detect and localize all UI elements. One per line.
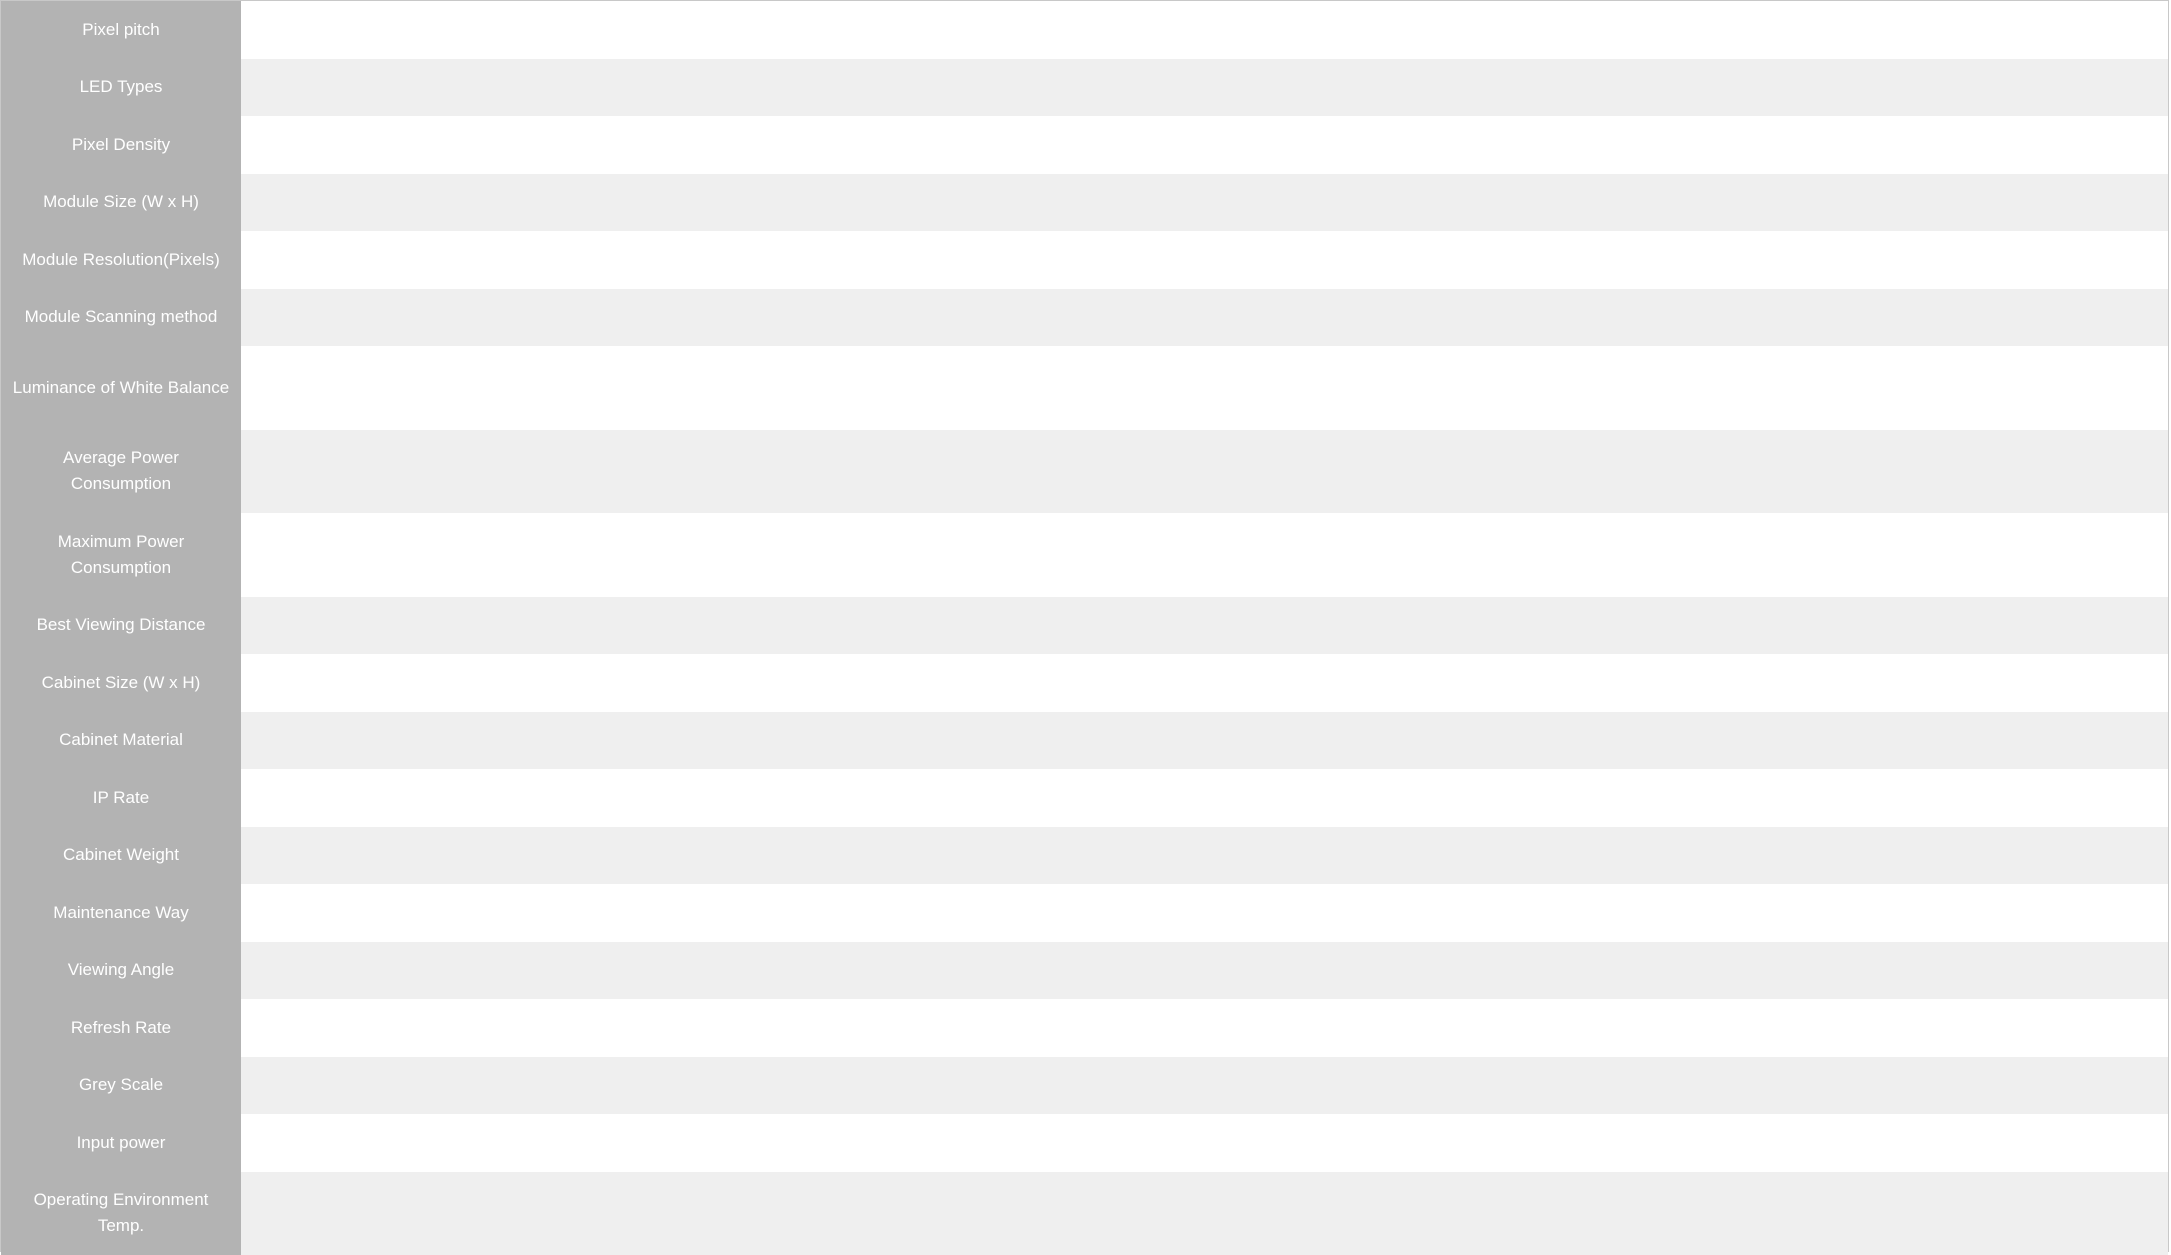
table-row: Viewing Angle	[1, 942, 2168, 1000]
row-label: Refresh Rate	[1, 999, 241, 1057]
value-cell: 800w/㎡	[1686, 542, 1927, 567]
value-cell: 800w/㎡	[964, 542, 1205, 567]
row-values: 100-120V /200-240V	[241, 1114, 2168, 1172]
row-values: IP65 Front /IP54 Rear	[241, 769, 2168, 827]
value-cell: 32*16	[1927, 250, 2168, 270]
value-cell: ＞5500cd/㎡	[241, 375, 482, 400]
row-values: Outdoor standard cabinet size 960*960mm …	[241, 654, 2168, 712]
value-cell: ＞6000cd/㎡	[964, 375, 1205, 400]
table-row: LED Types	[1, 59, 2168, 117]
spanning-value-cell: Back service	[241, 903, 2168, 923]
row-label: Cabinet Material	[1, 712, 241, 770]
value-cell: 900w/㎡	[241, 542, 482, 567]
row-values	[241, 59, 2168, 117]
value-cell: 62500/㎡	[964, 132, 1205, 157]
row-label: Module Scanning method	[1, 289, 241, 347]
table-row: Cabinet Material	[1, 712, 2168, 770]
value-cell: 111111/㎡	[482, 132, 723, 157]
row-label: Cabinet Size (W x H)	[1, 654, 241, 712]
value-cell: ＞5500cd/㎡	[482, 375, 723, 400]
value-cell: 160000/㎡	[241, 132, 482, 157]
table-row: Average Power Consumption	[1, 430, 2168, 514]
value-cell: ＞6500cd/㎡	[1445, 375, 1686, 400]
table-row: Cabinet Size (W x H)Outdoor standard cab…	[1, 654, 2168, 712]
table-row: Module Scanning method	[1, 289, 2168, 347]
value-cell: 96*48	[723, 250, 964, 270]
row-values: Back service	[241, 884, 2168, 942]
row-label: Maximum Power Consumption	[1, 513, 241, 597]
value-cell: 10000/㎡	[1927, 132, 2168, 157]
row-values	[241, 1, 2168, 59]
row-label: Operating Environment Temp.	[1, 1172, 241, 1255]
table-row: Operating Environment Temp.	[1, 1172, 2168, 1255]
table-row: Grey Scale	[1, 1057, 2168, 1115]
value-cell: ＞6000cd/㎡	[1686, 375, 1927, 400]
value-cell: 22500/㎡	[1445, 132, 1686, 157]
table-row: Module Size (W x H)	[1, 174, 2168, 232]
value-cell: 800w/㎡	[1445, 542, 1686, 567]
value-cell: ＞6000cd/㎡	[1205, 375, 1446, 400]
value-cell: 40*20 (32*16)	[1686, 250, 1927, 270]
row-label: IP Rate	[1, 769, 241, 827]
value-cell: 900w/㎡	[723, 542, 964, 567]
row-values	[241, 289, 2168, 347]
spanning-value-cell: 100-120V /200-240V	[241, 1133, 2168, 1153]
row-values	[241, 174, 2168, 232]
value-cell: ＞6500cd/㎡	[1927, 375, 2168, 400]
row-label: Input power	[1, 1114, 241, 1172]
row-values	[241, 1057, 2168, 1115]
table-row: Pixel pitch	[1, 1, 2168, 59]
row-values	[241, 430, 2168, 514]
row-values	[241, 1172, 2168, 1255]
row-values: ＞5500cd/㎡＞5500cd/㎡＞5500cd/㎡＞6000cd/㎡＞600…	[241, 346, 2168, 430]
row-values	[241, 597, 2168, 655]
row-label: Module Size (W x H)	[1, 174, 241, 232]
row-label: Viewing Angle	[1, 942, 241, 1000]
value-cell: 128*64	[482, 250, 723, 270]
value-cell: 128*64	[241, 250, 482, 270]
row-values: Basic 1920hz High 3840-5000hz	[241, 999, 2168, 1057]
value-cell: 90000/㎡	[723, 132, 964, 157]
value-cell: ＞5500cd/㎡	[723, 375, 964, 400]
row-label: Pixel pitch	[1, 1, 241, 59]
row-label: Grey Scale	[1, 1057, 241, 1115]
row-values	[241, 827, 2168, 885]
row-values	[241, 942, 2168, 1000]
row-label: Luminance of White Balance	[1, 346, 241, 430]
value-cell: 48*24	[1445, 250, 1686, 270]
value-cell: 64*32	[1205, 250, 1446, 270]
spanning-value-cell: IP65 Front /IP54 Rear	[241, 788, 2168, 808]
spanning-value-cell: Basic 1920hz High 3840-5000hz	[241, 1018, 2168, 1038]
spanning-value-cell: Outdoor standard cabinet size 960*960mm …	[241, 673, 2168, 693]
table-row: Cabinet Weight	[1, 827, 2168, 885]
value-cell: 80*40 (64*32)	[964, 250, 1205, 270]
value-cell: 15625/㎡	[1686, 132, 1927, 157]
row-label: Pixel Density	[1, 116, 241, 174]
row-label: Cabinet Weight	[1, 827, 241, 885]
row-label: Maintenance Way	[1, 884, 241, 942]
value-cell: 800w/㎡	[1927, 542, 2168, 567]
value-cell: 900w/㎡	[482, 542, 723, 567]
row-label: Module Resolution(Pixels)	[1, 231, 241, 289]
row-label: LED Types	[1, 59, 241, 117]
row-label: Best Viewing Distance	[1, 597, 241, 655]
value-cell: 800w/㎡	[1205, 542, 1446, 567]
table-row: Luminance of White Balance＞5500cd/㎡＞5500…	[1, 346, 2168, 430]
value-cell: 40000/㎡	[1205, 132, 1446, 157]
row-label: Average Power Consumption	[1, 430, 241, 514]
table-row: Best Viewing Distance	[1, 597, 2168, 655]
row-values	[241, 712, 2168, 770]
